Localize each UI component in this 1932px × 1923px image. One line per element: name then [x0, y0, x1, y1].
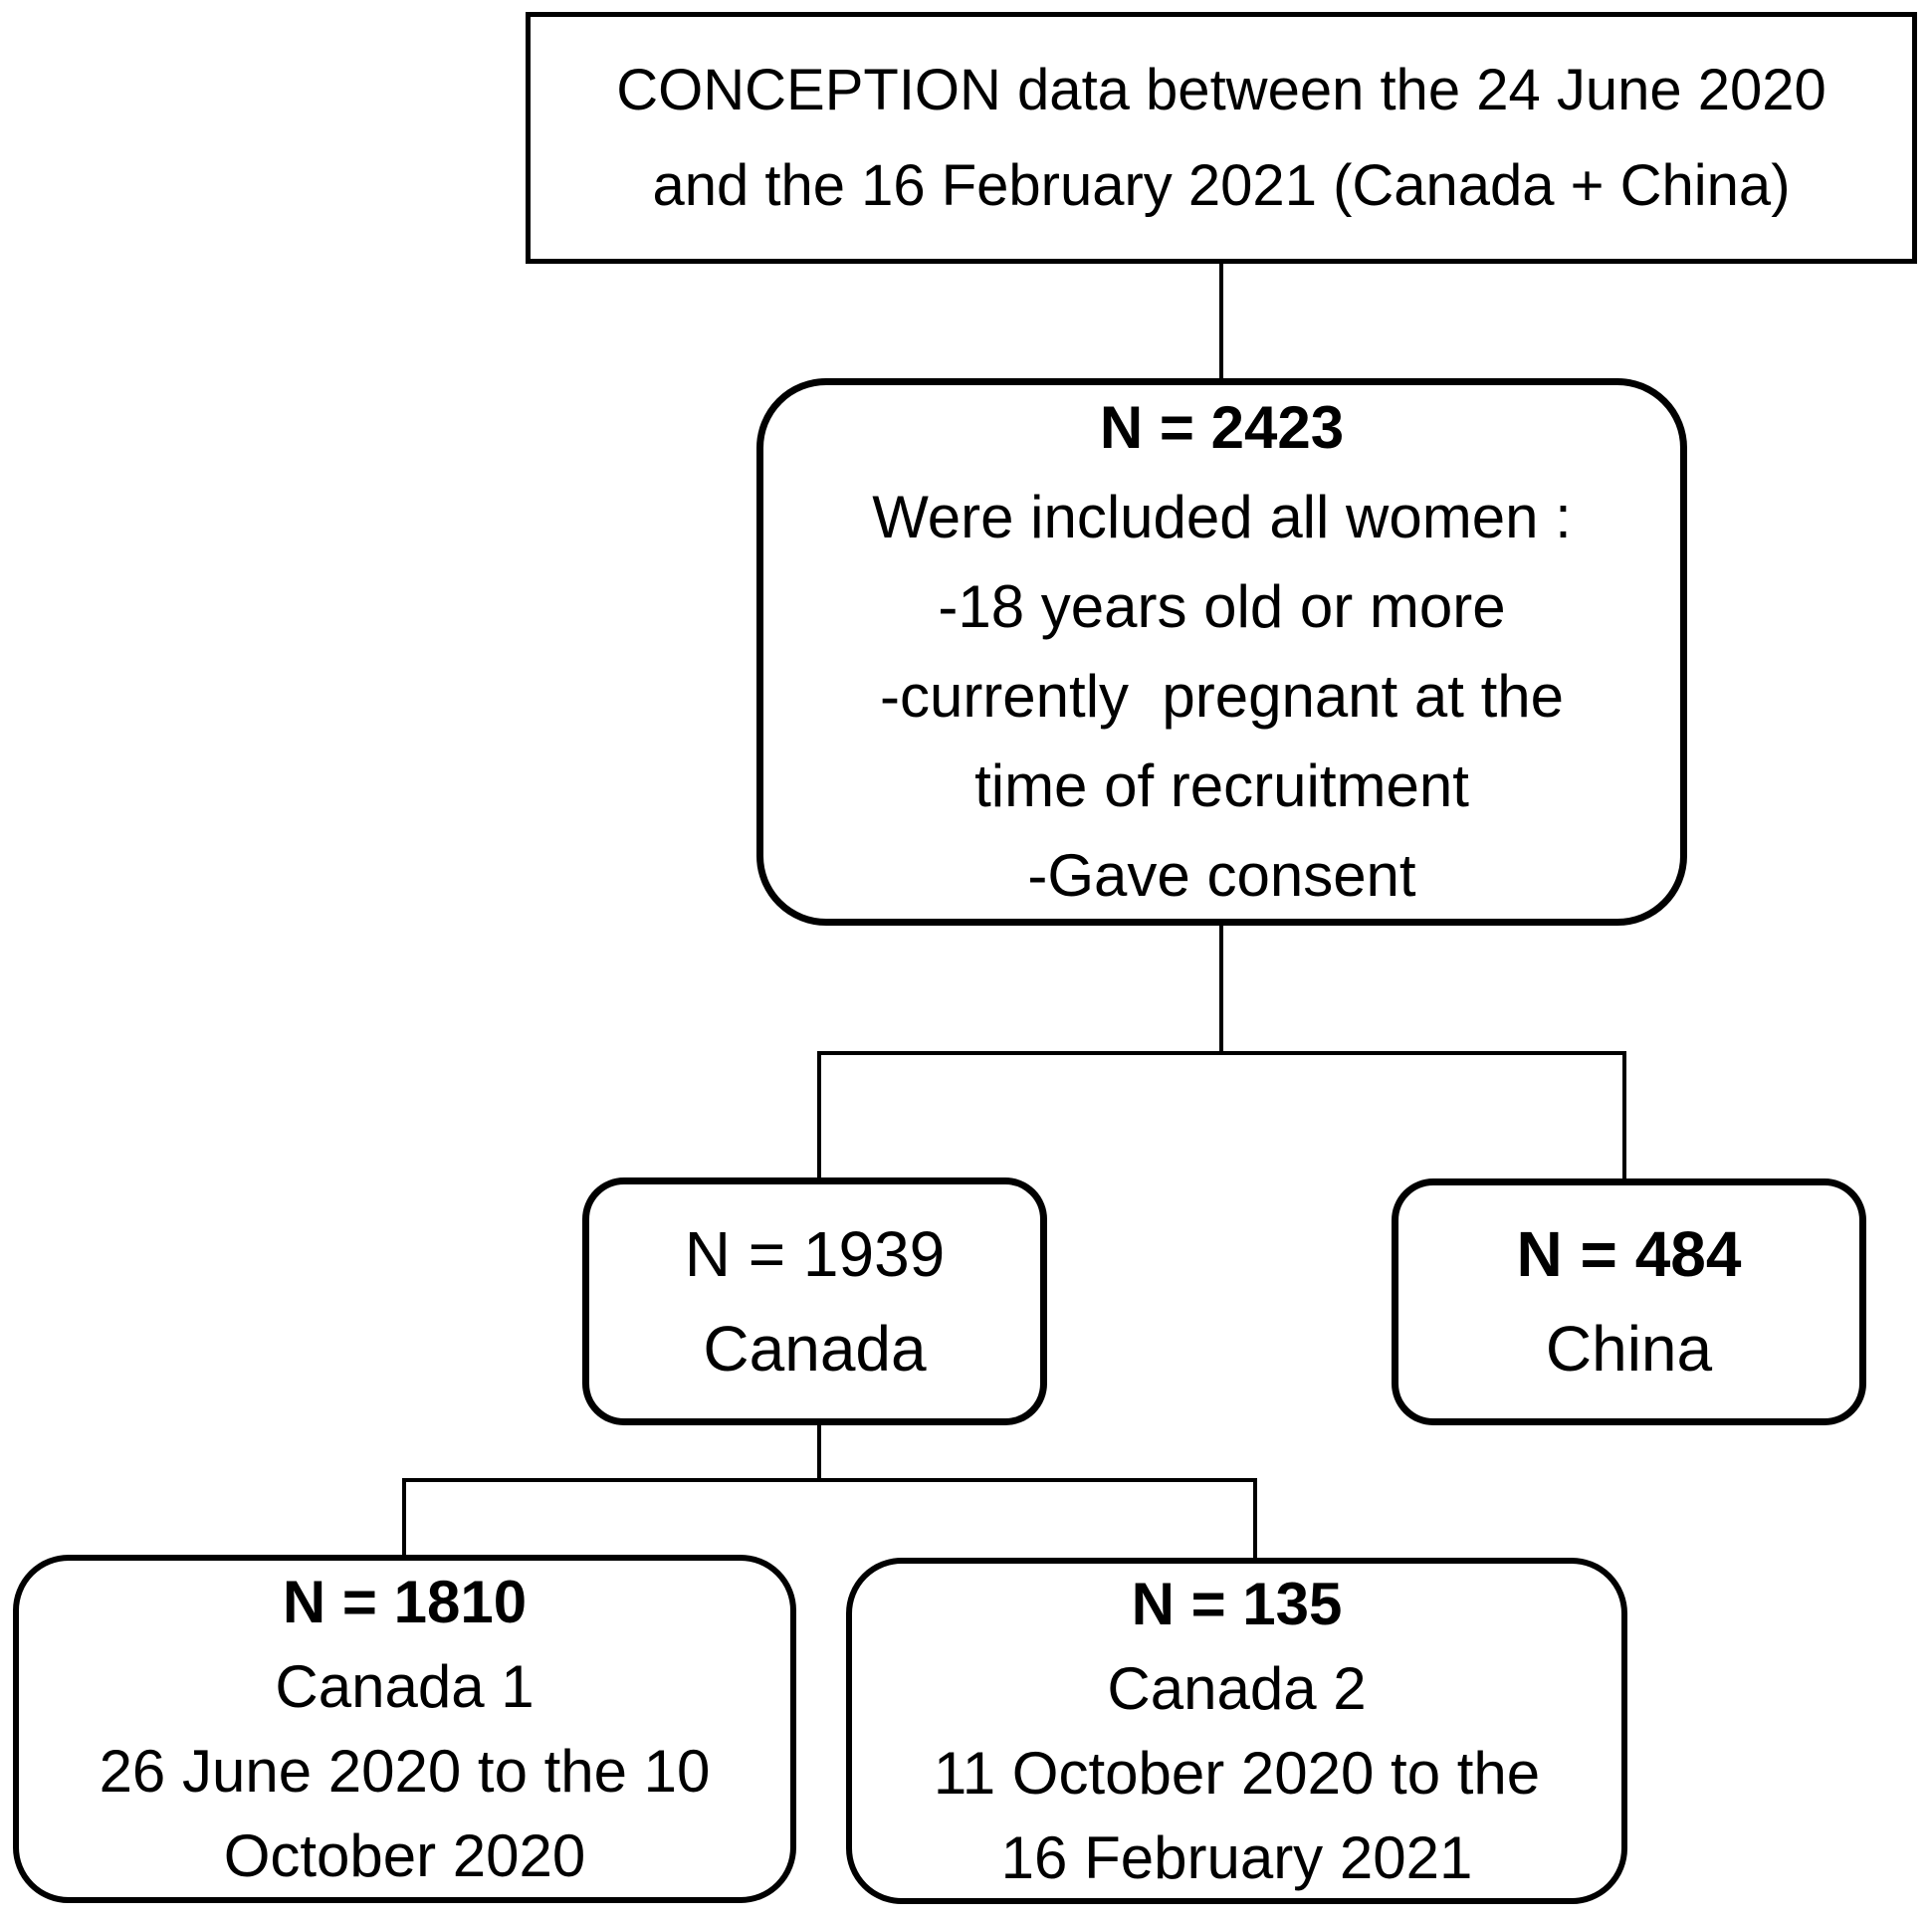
included-criterion-consent: -Gave consent	[1027, 842, 1416, 909]
canada-n-label: N = 1939	[684, 1217, 946, 1290]
canada1-period-line-1: 26 June 2020 to the 10	[99, 1738, 711, 1805]
canada2-period-line-2: 16 February 2021	[1000, 1824, 1473, 1891]
canada2-period-line-1: 11 October 2020 to the	[933, 1740, 1541, 1807]
canada1-label: Canada 1	[275, 1653, 535, 1720]
source-line-1: CONCEPTION data between the 24 June 2020	[616, 57, 1826, 122]
included-n-label: N = 2423	[1099, 394, 1345, 461]
canada-label: Canada	[703, 1312, 927, 1385]
china-box: N = 484 China	[1392, 1178, 1866, 1425]
connector-drop-china	[1622, 1051, 1626, 1180]
included-criterion-pregnant-1: -currently pregnant at the	[879, 663, 1565, 730]
connector-drop-canada1	[402, 1478, 406, 1557]
canada1-period-line-2: October 2020	[223, 1822, 586, 1889]
included-box: N = 2423 Were included all women : -18 y…	[756, 378, 1687, 926]
included-criterion-age: -18 years old or more	[938, 573, 1506, 640]
canada1-box: N = 1810 Canada 1 26 June 2020 to the 10…	[13, 1555, 796, 1903]
connector-drop-canada2	[1253, 1478, 1257, 1560]
canada2-n-label: N = 135	[1131, 1571, 1343, 1637]
included-criterion-pregnant-2: time of recruitment	[974, 752, 1469, 819]
source-line-2: and the 16 February 2021 (Canada + China…	[652, 152, 1791, 218]
connector-source-to-included	[1219, 264, 1223, 380]
splitter-canada-cohorts	[402, 1478, 1257, 1482]
china-n-label: N = 484	[1516, 1218, 1742, 1290]
source-box: CONCEPTION data between the 24 June 2020…	[526, 12, 1917, 264]
canada1-n-label: N = 1810	[282, 1569, 528, 1635]
canada-box: N = 1939 Canada	[582, 1177, 1047, 1425]
canada2-box: N = 135 Canada 2 11 October 2020 to the …	[846, 1558, 1627, 1904]
connector-canada-stem	[817, 1423, 821, 1480]
connector-drop-canada	[817, 1051, 821, 1179]
included-criteria-intro: Were included all women :	[872, 484, 1572, 550]
china-label: China	[1545, 1313, 1713, 1385]
canada2-label: Canada 2	[1107, 1655, 1367, 1722]
splitter-country	[818, 1051, 1626, 1055]
connector-included-stem	[1219, 924, 1223, 1054]
